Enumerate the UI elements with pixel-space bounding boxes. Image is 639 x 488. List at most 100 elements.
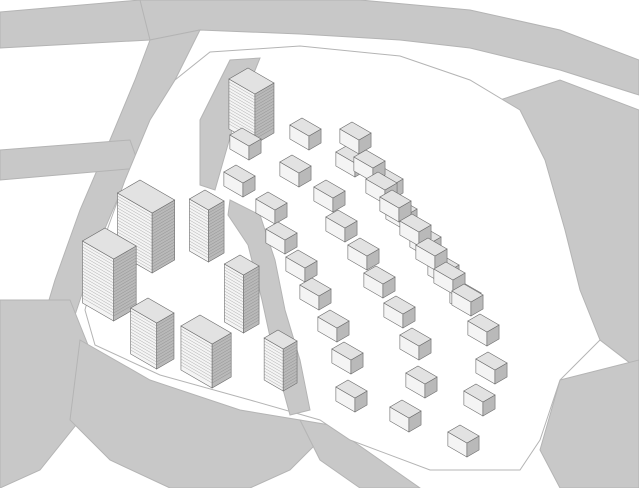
high-rise-tower <box>263 329 298 392</box>
roof <box>325 209 358 229</box>
floor-line <box>152 253 175 268</box>
floor-line <box>208 239 225 250</box>
floor-line <box>283 346 298 356</box>
floor-line <box>283 379 298 389</box>
floor-line <box>283 352 298 362</box>
floor-line <box>254 115 275 128</box>
floor-line <box>113 284 137 299</box>
floor-line <box>208 236 225 247</box>
floor-line <box>208 248 225 259</box>
floor-line <box>208 230 225 241</box>
floor-line <box>224 299 244 312</box>
floor-line <box>82 276 114 296</box>
floor-line <box>113 287 137 302</box>
low-rise-block <box>331 341 364 375</box>
roof <box>339 121 372 141</box>
floor-line <box>243 295 260 306</box>
roof <box>228 67 275 95</box>
floor-line <box>243 286 260 297</box>
floor-line <box>152 244 175 259</box>
floor-line <box>130 349 157 366</box>
floor-line <box>189 219 209 232</box>
floor-line <box>152 211 175 226</box>
floor-line <box>117 204 153 226</box>
floor-line <box>156 333 175 345</box>
low-rise-block <box>463 383 496 417</box>
floor-line <box>208 203 225 214</box>
floor-line <box>189 222 209 235</box>
floor-line <box>152 208 175 223</box>
floor-line <box>180 346 213 366</box>
floor-line <box>113 281 137 296</box>
floor-line <box>224 293 244 306</box>
floor-line <box>113 293 137 308</box>
floor-line <box>82 258 114 278</box>
floor-line <box>228 114 256 131</box>
low-rise-block <box>347 237 380 271</box>
floor-line <box>180 352 213 372</box>
roof <box>467 313 500 333</box>
floor-line <box>130 343 157 360</box>
floor-line <box>254 88 275 101</box>
floor-line <box>82 261 114 281</box>
floor-line <box>152 232 175 247</box>
floor-line <box>152 202 175 217</box>
roof <box>285 249 318 269</box>
low-rise-block <box>299 277 332 311</box>
floor-line <box>228 117 256 134</box>
floor-line <box>180 337 213 357</box>
floor-line <box>130 328 157 345</box>
low-rise-block <box>467 313 500 347</box>
floor-line <box>156 354 175 366</box>
floor-line <box>212 338 232 351</box>
floor-line <box>212 344 232 357</box>
roof <box>255 191 288 211</box>
floor-line <box>113 290 137 305</box>
floor-line <box>113 272 137 287</box>
floor-line <box>180 328 213 348</box>
road-segment <box>0 0 151 49</box>
high-rise-tower <box>188 189 225 263</box>
floor-line <box>180 343 213 363</box>
floor-line <box>189 237 209 250</box>
floor-line <box>113 299 137 314</box>
floor-line <box>180 340 213 360</box>
floor-line <box>208 227 225 238</box>
floor-line <box>224 281 244 294</box>
roof <box>399 213 432 233</box>
floor-line <box>152 223 175 238</box>
floor-line <box>156 339 175 351</box>
floor-line <box>130 346 157 363</box>
floor-line <box>189 231 209 244</box>
floor-line <box>264 361 284 374</box>
floor-line <box>212 335 232 348</box>
floor-line <box>224 317 244 330</box>
floor-line <box>243 313 260 324</box>
floor-line <box>82 243 114 263</box>
floor-line <box>224 272 244 285</box>
floor-line <box>212 353 232 366</box>
roof <box>299 277 332 297</box>
floor-line <box>243 307 260 318</box>
low-rise-block <box>447 424 480 458</box>
floor-line <box>152 229 175 244</box>
high-rise-tower <box>81 227 137 322</box>
facade-side <box>243 265 260 334</box>
roof <box>180 314 232 345</box>
roof <box>365 171 398 191</box>
floor-line <box>228 81 256 98</box>
floor-line <box>264 355 284 368</box>
floor-line <box>243 280 260 291</box>
floor-line <box>283 364 298 374</box>
floor-line <box>130 313 157 330</box>
low-rise-block <box>229 127 262 161</box>
floor-line <box>156 321 175 333</box>
floor-line <box>254 91 275 104</box>
floor-line <box>224 305 244 318</box>
floor-line <box>156 348 175 360</box>
roof <box>451 283 484 303</box>
floor-line <box>189 213 209 226</box>
floor-line <box>130 334 157 351</box>
floor-line <box>212 350 232 363</box>
floor-line <box>264 358 284 371</box>
